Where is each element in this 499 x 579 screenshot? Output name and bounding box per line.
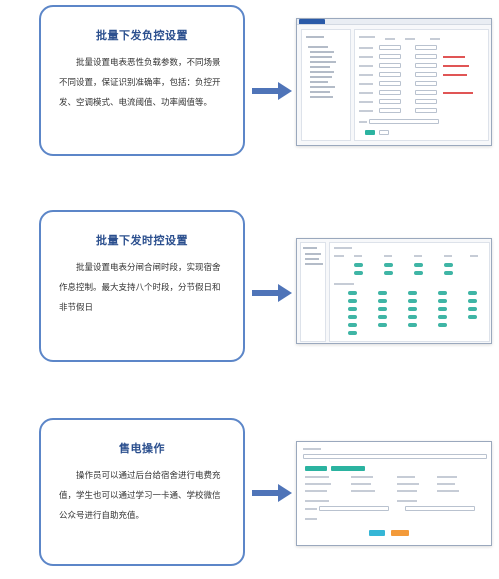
feature-card: 批量下发时控设置 批量设置电表分闸合闸时段，实现宿舍作息控制。最大支持八个时段，… — [39, 210, 245, 362]
window-topbar — [297, 19, 491, 25]
window-tab — [299, 19, 325, 24]
schedule-pane — [329, 242, 490, 342]
form-pane — [354, 29, 489, 141]
arrow-right-icon — [252, 484, 292, 502]
card-title: 售电操作 — [119, 442, 165, 455]
tree-pane — [300, 242, 326, 342]
card-title: 批量下发负控设置 — [96, 29, 188, 42]
feature-card: 售电操作 操作员可以通过后台给宿舍进行电费充值，学生也可以通过学习一卡通、学校微… — [39, 418, 245, 566]
card-title: 批量下发时控设置 — [96, 234, 188, 247]
card-description: 操作员可以通过后台给宿舍进行电费充值，学生也可以通过学习一卡通、学校微信公众号进… — [59, 471, 221, 521]
screenshot-load-control — [296, 18, 492, 146]
feature-card: 批量下发负控设置 批量设置电表恶性负载参数，不同场景不同设置，保证识别准确率，包… — [39, 5, 245, 156]
arrow-right-icon — [252, 82, 292, 100]
screenshot-sale — [296, 441, 492, 546]
arrow-right-icon — [252, 284, 292, 302]
screenshot-time-control — [296, 238, 492, 344]
card-description: 批量设置电表恶性负载参数，不同场景不同设置，保证识别准确率，包括：负控开发、空调… — [59, 58, 221, 108]
tree-pane — [301, 29, 351, 141]
card-description: 批量设置电表分闸合闸时段，实现宿舍作息控制。最大支持八个时段，分节假日和非节假日 — [59, 263, 221, 313]
